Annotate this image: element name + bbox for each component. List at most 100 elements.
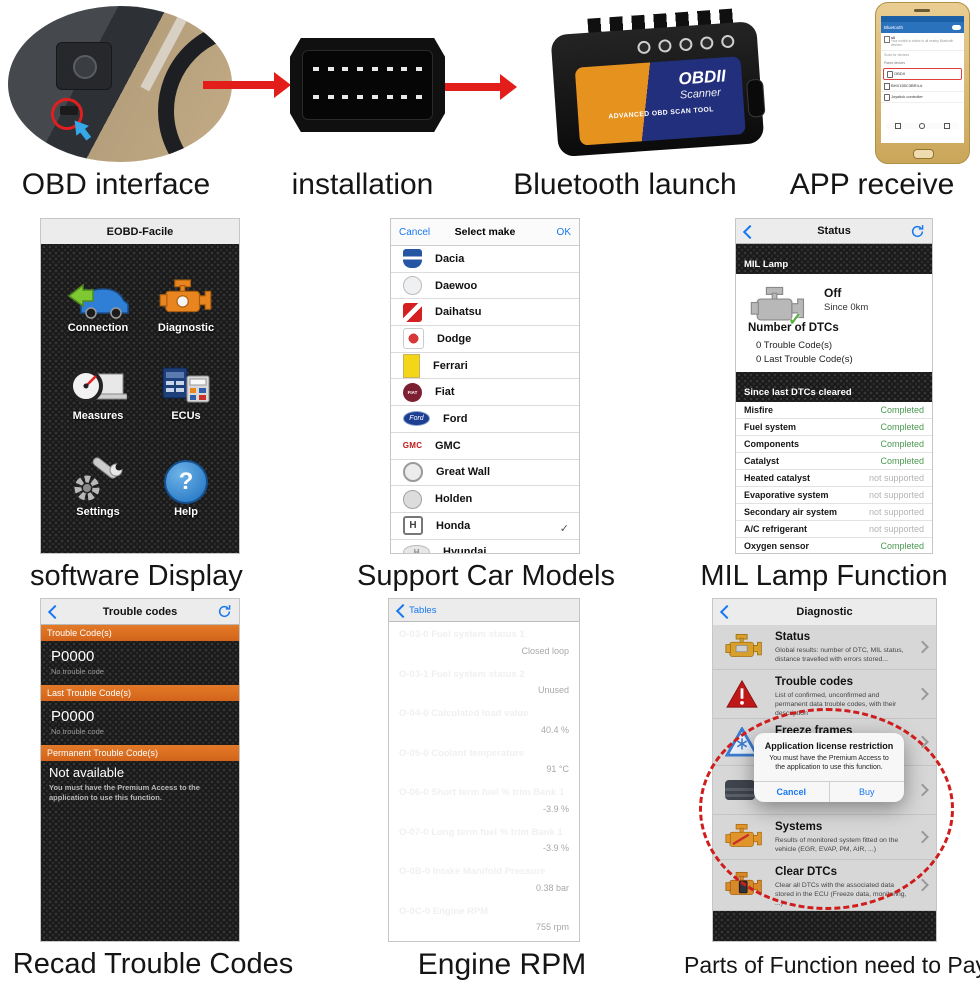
pin-row-top [313,67,422,71]
chevron-right-icon [916,783,929,797]
back-icon[interactable] [47,604,63,620]
table-row[interactable]: O-0D-0 Vehicle speed [389,938,579,941]
table-row[interactable]: O-07-0 Long term fuel % trim Bank 1-3.9 … [389,819,579,860]
refresh-icon[interactable] [910,224,925,239]
back-icon[interactable] [719,604,735,620]
diagnostic-item-systems[interactable]: Systems Results of monitored system fitt… [713,815,936,860]
paired-devices-label: Paired devices [884,60,905,65]
checkmark-icon [560,519,569,537]
make-row-holden[interactable]: Holden [391,486,579,513]
tables-back-label[interactable]: Tables [409,604,437,616]
phone-icon [884,36,890,43]
pin-row-bottom [313,95,422,99]
gmc-logo: GMC [402,441,423,451]
home-button[interactable] [913,149,934,159]
ford-logo: Ford [403,411,430,427]
back-icon[interactable] [742,224,758,240]
caption-app-receive: APP receive [789,168,955,201]
diagnostic-item-status[interactable]: Status Global results: number of DTC, MI… [713,625,936,670]
diagnostic-item-trouble-codes[interactable]: Trouble codes List of confirmed, unconfi… [713,670,936,719]
dialog-body: You must have the Premium Access to the … [769,755,889,772]
bluetooth-header: Bluetooth [881,22,964,33]
trouble-codes-title: Trouble codes [102,605,178,618]
ferrari-logo [403,353,420,378]
buy-button[interactable]: Buy [858,786,875,797]
dacia-logo [403,249,422,269]
cancel-button[interactable]: Cancel [399,226,431,238]
ok-button[interactable]: OK [556,226,571,238]
phone-status-bar [881,16,964,22]
status-screen: Status MIL Lamp Off Since 0km Number of … [735,218,933,554]
cleared-section: Since last DTCs cleared [736,372,932,402]
ecus-icon [141,360,231,408]
caption-installation: installation [291,168,434,201]
section-permanent-trouble-codes: Permanent Trouble Code(s) [41,745,239,761]
bt-device-joystick[interactable]: Joystick controller [881,92,964,103]
bt-device-computer[interactable]: BHX155C3BR4-# [881,81,964,92]
app-receive-phone: Bluetooth s6 Your mobile is visible to a… [875,2,970,164]
make-row-greatwall[interactable]: Great Wall [391,460,579,487]
warning-icon [726,679,758,708]
bluetooth-toggle[interactable] [952,25,961,30]
eobd-item-settings[interactable]: Settings [53,456,143,518]
make-row-ferrari[interactable]: Ferrari [391,353,579,380]
own-device-row[interactable]: s6 Your mobile is visible to all nearby … [881,33,964,51]
scanner-body: OBDII Scanner ADVANCED OBD SCAN TOOL [550,21,766,158]
make-row-daewoo[interactable]: Daewoo [391,273,579,300]
phone-speaker [914,9,930,12]
scan-for-devices[interactable]: Scan for devices [884,52,910,57]
dodge-logo [403,328,424,350]
refresh-icon[interactable] [217,604,232,619]
make-row-dodge[interactable]: Dodge [391,326,579,353]
eobd-facile-screen: EOBD-Facile Connection [40,218,240,554]
eobd-item-help[interactable]: Help [141,456,231,518]
chevron-right-icon [916,687,929,701]
diagnostic-item-hidden[interactable] [713,766,936,815]
make-row-daihatsu[interactable]: Daihatsu [391,299,579,327]
eobd-item-measures[interactable]: Measures [53,360,143,422]
phone-screen: Bluetooth s6 Your mobile is visible to a… [881,16,964,143]
bt-device-obdii[interactable]: OBDII [883,67,962,80]
select-make-screen: Cancel Select make OK Dacia Daewoo Daiha… [390,218,580,554]
cancel-button[interactable]: Cancel [754,781,830,802]
mil-lamp-section: MIL Lamp [736,244,932,274]
gamepad-icon [884,94,890,102]
freeze-frames-icon [725,727,759,757]
diagnostic-item-clear-dtcs[interactable]: Clear DTCs Clear all DTCs with the assoc… [713,860,936,911]
daewoo-logo [403,276,422,296]
trouble-codes-header: Trouble codes [41,599,239,625]
eobd-item-connection[interactable]: Connection [53,272,143,334]
diagnostic-screen: Diagnostic Status Global results: number… [712,598,937,942]
table-row[interactable]: O-06-0 Short term fuel % trim Bank 1-3.9… [389,780,579,820]
eobd-item-ecus[interactable]: ECUs [141,360,231,422]
chevron-right-icon [916,878,929,892]
eobd-body: Connection Diagnostic [41,244,239,553]
caption-mil-lamp-function: MIL Lamp Function [700,560,948,592]
eobd-item-diagnostic[interactable]: Diagnostic [141,272,231,334]
status-engine-icon [725,633,762,657]
back-icon[interactable] [395,603,411,619]
scanner-button [745,78,766,118]
arrow-right-icon-1 [203,72,291,98]
caption-software-display: software Display [30,560,243,592]
honda-logo: H [403,516,423,536]
trouble-code-block: P0000 No trouble code [41,641,239,685]
make-row-dacia[interactable]: Dacia [391,246,579,273]
